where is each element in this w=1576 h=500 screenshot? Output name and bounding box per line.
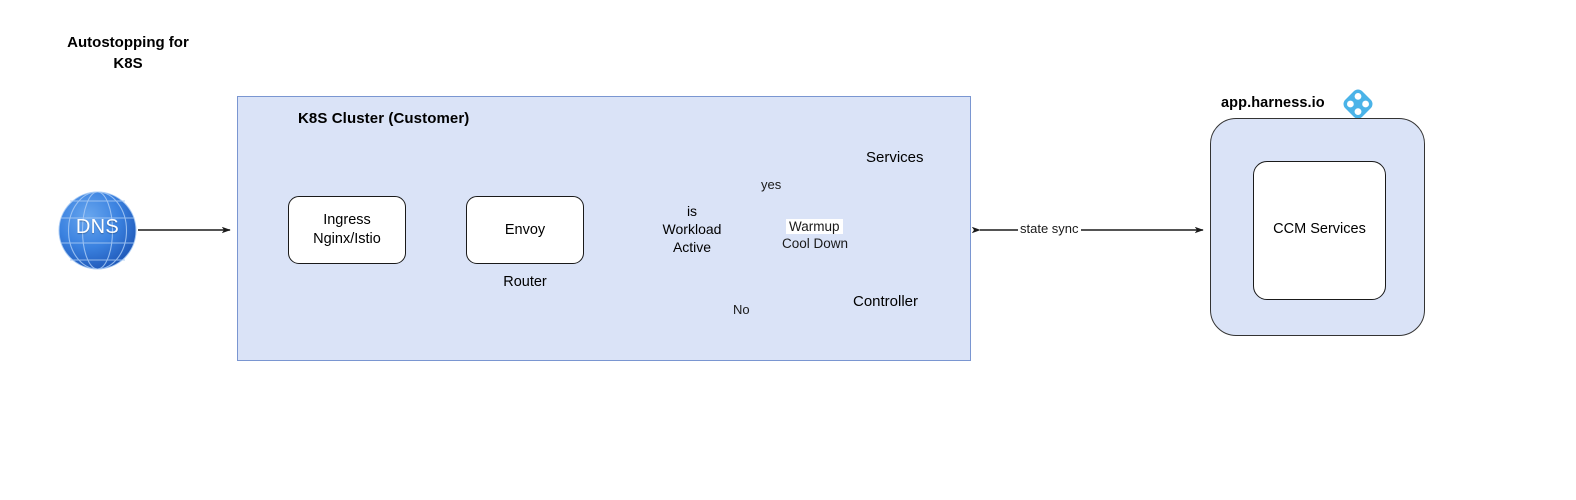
decision-node-label: is Workload Active [662,203,722,255]
services-node-label: Services [866,149,924,166]
edge-label-warmup: Warmup [786,219,843,234]
harness-logo [1343,89,1373,119]
page-title: Autostopping for K8S [67,34,189,72]
edge-label-yes: yes [761,177,782,192]
globe-icon [58,191,137,270]
edge-label-state-sync: state sync [1018,221,1081,236]
ingress-node[interactable]: Ingress Nginx/Istio [288,196,406,264]
router-label: Router [503,274,547,290]
edge-label-no: No [733,302,750,317]
dns-node-label: DNS [75,216,120,238]
k8s-cluster-label: K8S Cluster (Customer) [298,110,470,127]
ccm-services-label: CCM Services [1273,221,1366,237]
controller-node-label: Controller [853,293,919,310]
harness-cloud-label: app.harness.io [1221,95,1325,111]
edge-label-cooldown: Cool Down [782,236,849,251]
envoy-node[interactable]: Envoy [466,196,584,264]
ccm-services-node[interactable] [1253,161,1386,300]
